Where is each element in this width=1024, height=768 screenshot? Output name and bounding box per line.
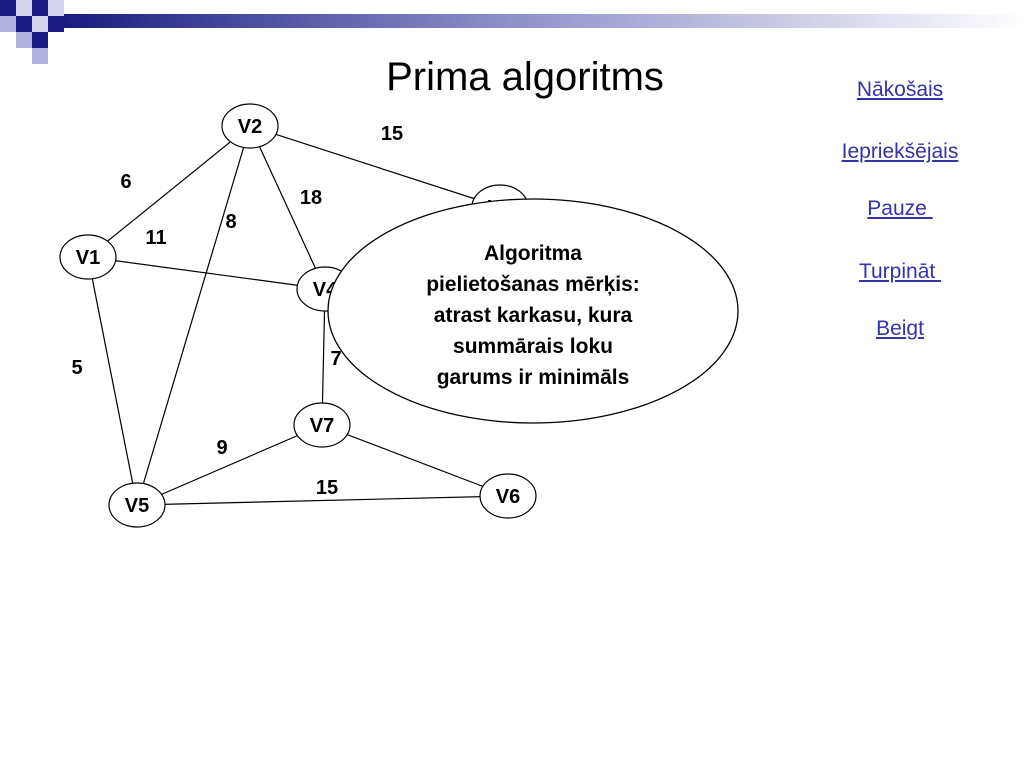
header-gradient-band bbox=[60, 14, 1024, 28]
deco-square bbox=[16, 32, 32, 48]
edge-v1-v5 bbox=[87, 256, 138, 506]
callout-line: summārais loku bbox=[453, 335, 613, 358]
graph-edges bbox=[87, 125, 509, 506]
edge-weight-label: 6 bbox=[120, 171, 131, 193]
edge-v2-v3 bbox=[249, 125, 501, 208]
deco-square bbox=[0, 0, 16, 16]
slide-title: Prima algoritms bbox=[386, 55, 664, 99]
edge-v7-v6 bbox=[321, 424, 509, 497]
edge-v4-v7 bbox=[321, 288, 326, 426]
node-v7: V7 bbox=[293, 402, 351, 448]
next-link[interactable]: Nākošais bbox=[856, 78, 944, 101]
deco-square bbox=[32, 32, 48, 48]
edge-weight-label: 11 bbox=[145, 227, 166, 249]
deco-square bbox=[32, 48, 48, 64]
edge-v2-v4 bbox=[249, 125, 326, 290]
end-link[interactable]: Beigt bbox=[876, 317, 924, 340]
callout-line: Algoritma bbox=[484, 242, 582, 265]
node-label: V7 bbox=[310, 415, 334, 437]
pause-link[interactable]: Pauze bbox=[867, 197, 933, 220]
edge-v2-v5 bbox=[136, 125, 251, 506]
edge-weight-labels: 6 15 18 8 11 5 7 9 15 bbox=[71, 123, 403, 499]
callout-line: pielietošanas mērķis: bbox=[426, 273, 640, 296]
deco-square bbox=[32, 0, 48, 16]
node-v1: V1 bbox=[59, 234, 117, 280]
node-label: V5 bbox=[125, 495, 149, 517]
edge-v2-v1 bbox=[87, 125, 251, 258]
node-v5: V5 bbox=[108, 482, 166, 528]
edge-v7-v5 bbox=[136, 424, 323, 506]
previous-link[interactable]: Iepriekšējais bbox=[841, 140, 959, 163]
callout-ellipse bbox=[327, 198, 739, 424]
deco-square bbox=[16, 16, 32, 32]
edge-weight-label: 15 bbox=[316, 477, 338, 499]
edge-weight-label: 8 bbox=[225, 211, 236, 233]
callout-line: atrast karkasu, kura bbox=[434, 304, 633, 327]
edge-v5-v6 bbox=[136, 495, 509, 506]
deco-square bbox=[16, 0, 32, 16]
node-circle bbox=[293, 402, 351, 448]
edge-weight-label: 15 bbox=[381, 123, 403, 145]
deco-square bbox=[48, 0, 64, 16]
continue-link[interactable]: Turpināt bbox=[858, 260, 942, 283]
node-circle bbox=[221, 103, 279, 149]
node-circle bbox=[59, 234, 117, 280]
node-label: V2 bbox=[238, 116, 262, 138]
node-v2: V2 bbox=[221, 103, 279, 149]
edge-weight-label: 5 bbox=[71, 357, 82, 379]
edge-v1-v4 bbox=[87, 256, 326, 290]
node-circle bbox=[108, 482, 166, 528]
node-label: V1 bbox=[76, 247, 100, 269]
node-circle bbox=[479, 473, 537, 519]
deco-square bbox=[0, 16, 16, 32]
callout-line: garums ir minimāls bbox=[437, 366, 630, 389]
node-v6: V6 bbox=[479, 473, 537, 519]
header-decoration bbox=[0, 0, 1024, 64]
edge-weight-label: 18 bbox=[300, 187, 322, 209]
deco-square bbox=[32, 16, 48, 32]
edge-weight-label: 9 bbox=[216, 437, 227, 459]
edge-weight-label: 7 bbox=[330, 348, 341, 370]
deco-square bbox=[48, 16, 64, 32]
callout-bubble: Algoritma pielietošanas mērķis: atrast k… bbox=[327, 198, 739, 424]
node-label: V6 bbox=[496, 486, 520, 508]
